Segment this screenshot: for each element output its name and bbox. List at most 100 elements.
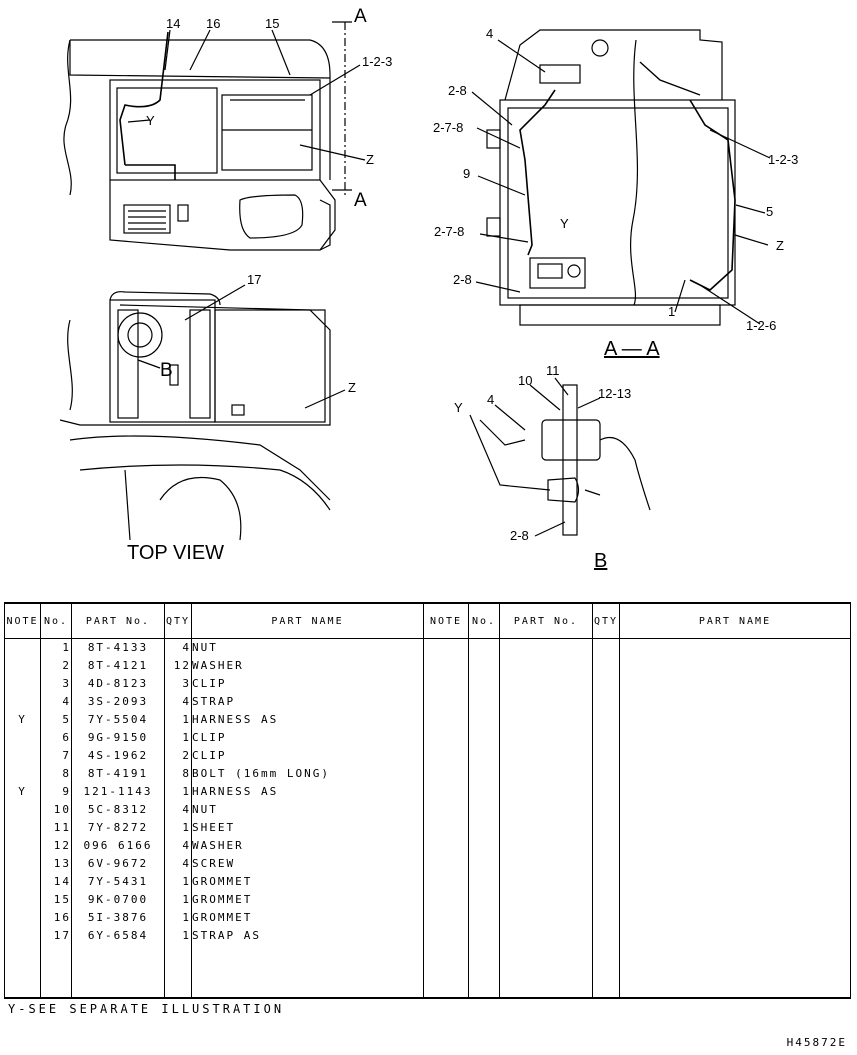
empty-cell	[423, 927, 469, 945]
empty-cell	[619, 927, 851, 945]
empty-cell	[592, 747, 620, 765]
row-quantity: 3	[164, 675, 192, 693]
empty-cell	[468, 693, 500, 711]
row-note	[4, 729, 41, 747]
row-item-number: 4	[40, 693, 72, 711]
row-part-number: 4D-8123	[71, 675, 165, 693]
empty-cell	[423, 909, 469, 927]
drawing-number: H45872E	[786, 1036, 847, 1049]
empty-cell	[423, 765, 469, 783]
row-item-number: 6	[40, 729, 72, 747]
top-view-title: TOP VIEW	[127, 542, 225, 564]
callout-2-8: 2-8	[453, 272, 472, 287]
row-quantity: 1	[164, 873, 192, 891]
row-part-number: 096 6166	[71, 837, 165, 855]
row-item-number: 10	[40, 801, 72, 819]
callout-1-2-6: 1-2-6	[746, 318, 776, 333]
callout-10: 10	[518, 373, 532, 388]
row-part-number: 8T-4191	[71, 765, 165, 783]
callout-1-2-3: 1-2-3	[362, 54, 392, 69]
row-quantity: 1	[164, 909, 192, 927]
empty-cell	[619, 837, 851, 855]
callout-2-8: 2-8	[448, 83, 467, 98]
row-item-number: 13	[40, 855, 72, 873]
empty-cell	[499, 837, 593, 855]
header-part-name: PART NAME	[619, 602, 851, 639]
row-part-name: CLIP	[191, 729, 424, 747]
empty-cell	[499, 729, 593, 747]
empty-cell	[592, 765, 620, 783]
empty-cell	[499, 711, 593, 729]
row-part-number: 8T-4121	[71, 657, 165, 675]
callout-5: 5	[766, 204, 773, 219]
empty-cell	[423, 693, 469, 711]
row-part-number: 6V-9672	[71, 855, 165, 873]
row-quantity: 1	[164, 819, 192, 837]
callout-17: 17	[247, 272, 261, 287]
row-note	[4, 765, 41, 783]
empty-cell	[468, 927, 500, 945]
callout-y: Y	[454, 400, 463, 415]
empty-cell	[499, 657, 593, 675]
row-item-number: 3	[40, 675, 72, 693]
empty-cell	[619, 819, 851, 837]
callout-9: 9	[463, 166, 470, 181]
empty-cell	[619, 693, 851, 711]
empty-cell	[468, 657, 500, 675]
header-no: No.	[40, 602, 72, 639]
row-note	[4, 675, 41, 693]
empty-cell	[499, 638, 593, 657]
empty-cell	[499, 855, 593, 873]
row-quantity: 4	[164, 837, 192, 855]
row-quantity: 1	[164, 927, 192, 945]
row-note: Y	[4, 783, 41, 801]
table-blank-row	[4, 945, 851, 999]
empty-cell	[592, 873, 620, 891]
empty-cell	[423, 675, 469, 693]
empty-cell	[468, 873, 500, 891]
empty-cell	[592, 855, 620, 873]
row-part-number: 8T-4133	[71, 638, 165, 657]
section-aa-title: A — A	[604, 338, 660, 360]
callout-b: B	[160, 360, 173, 381]
empty-cell	[619, 873, 851, 891]
row-note	[4, 855, 41, 873]
empty-cell	[592, 711, 620, 729]
row-item-number: 15	[40, 891, 72, 909]
row-quantity: 1	[164, 891, 192, 909]
header-qty: QTY	[164, 602, 192, 639]
empty-cell	[499, 693, 593, 711]
empty-cell	[468, 765, 500, 783]
empty-cell	[619, 783, 851, 801]
empty-cell	[619, 747, 851, 765]
empty-cell	[468, 945, 500, 999]
callout-2-7-8: 2-7-8	[434, 224, 464, 239]
empty-cell	[468, 747, 500, 765]
callout-1-2-3: 1-2-3	[768, 152, 798, 167]
callout-z: Z	[776, 238, 784, 253]
empty-cell	[619, 855, 851, 873]
table-header-row: NOTE No. PART No. QTY PART NAME NOTE No.…	[4, 602, 851, 639]
callout-4: 4	[487, 392, 494, 407]
row-item-number: 1	[40, 638, 72, 657]
empty-cell	[499, 909, 593, 927]
row-part-name: NUT	[191, 801, 424, 819]
empty-cell	[164, 945, 192, 999]
empty-cell	[468, 819, 500, 837]
empty-cell	[592, 927, 620, 945]
parts-list-table: NOTE No. PART No. QTY PART NAME NOTE No.…	[4, 602, 851, 999]
empty-cell	[468, 801, 500, 819]
empty-cell	[592, 783, 620, 801]
row-part-number: 5I-3876	[71, 909, 165, 927]
elevation-view	[63, 21, 366, 251]
empty-cell	[619, 945, 851, 999]
empty-cell	[468, 638, 500, 657]
empty-cell	[499, 801, 593, 819]
